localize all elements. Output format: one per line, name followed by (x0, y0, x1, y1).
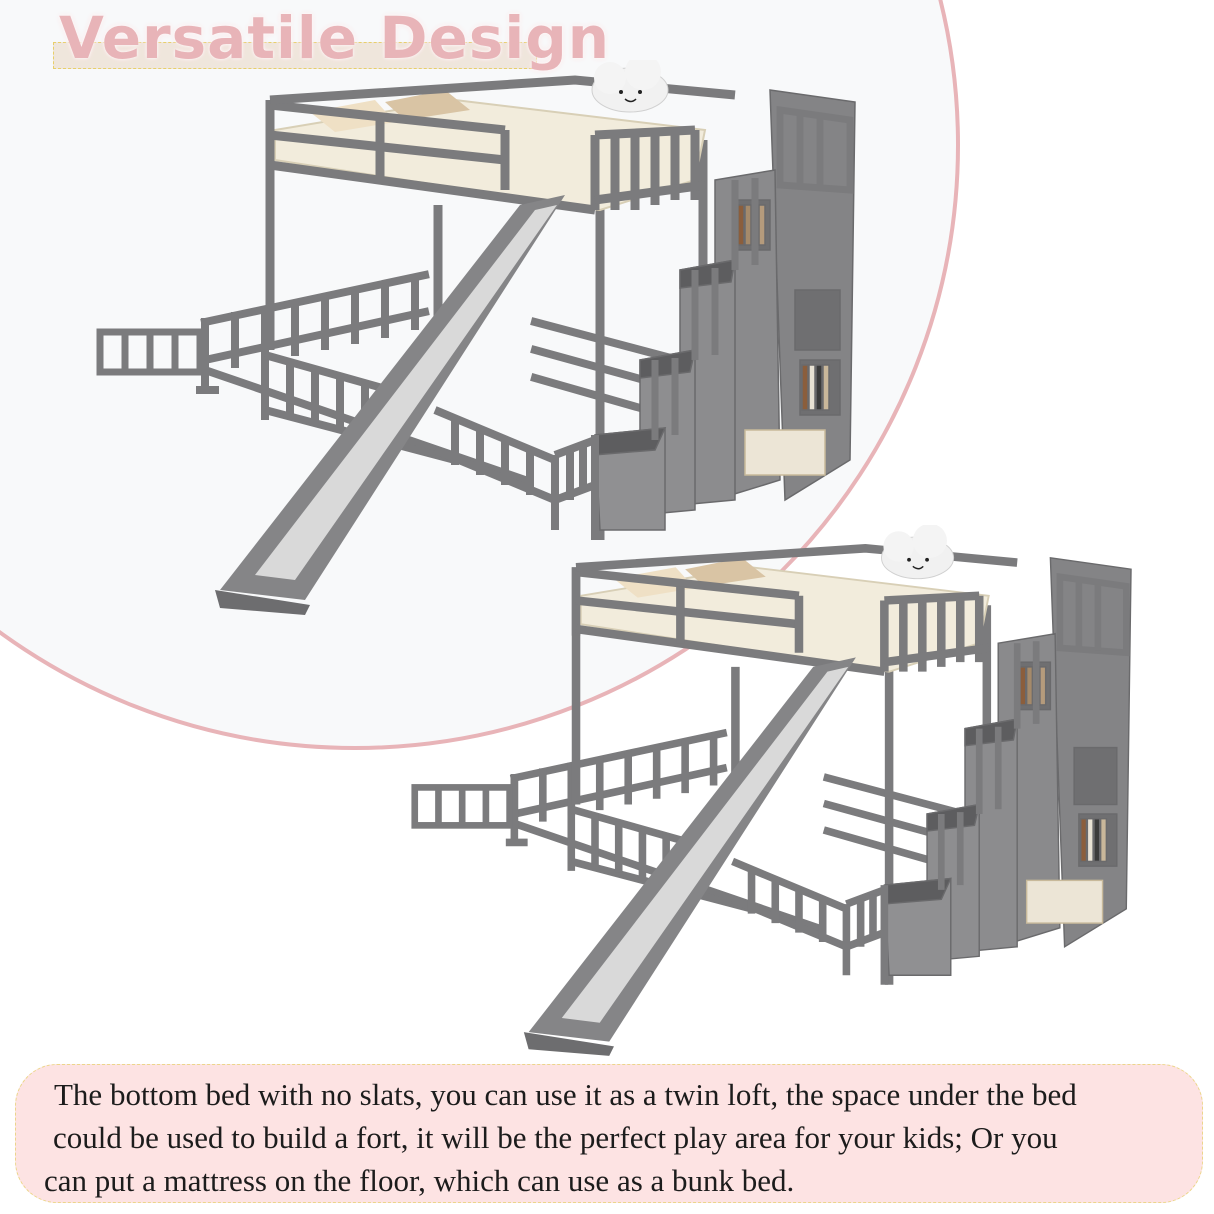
product-image-bunkbed-2 (410, 525, 1150, 1065)
caption-line-2: could be used to build a fort, it will b… (53, 1120, 1058, 1155)
caption-line-3: can put a mattress on the floor, which c… (44, 1163, 795, 1198)
title-highlight (53, 42, 537, 69)
caption-line-1: The bottom bed with no slats, you can us… (54, 1077, 1077, 1112)
page-title: Versatile Design (59, 4, 611, 72)
caption-box: The bottom bed with no slats, you can us… (15, 1064, 1203, 1203)
